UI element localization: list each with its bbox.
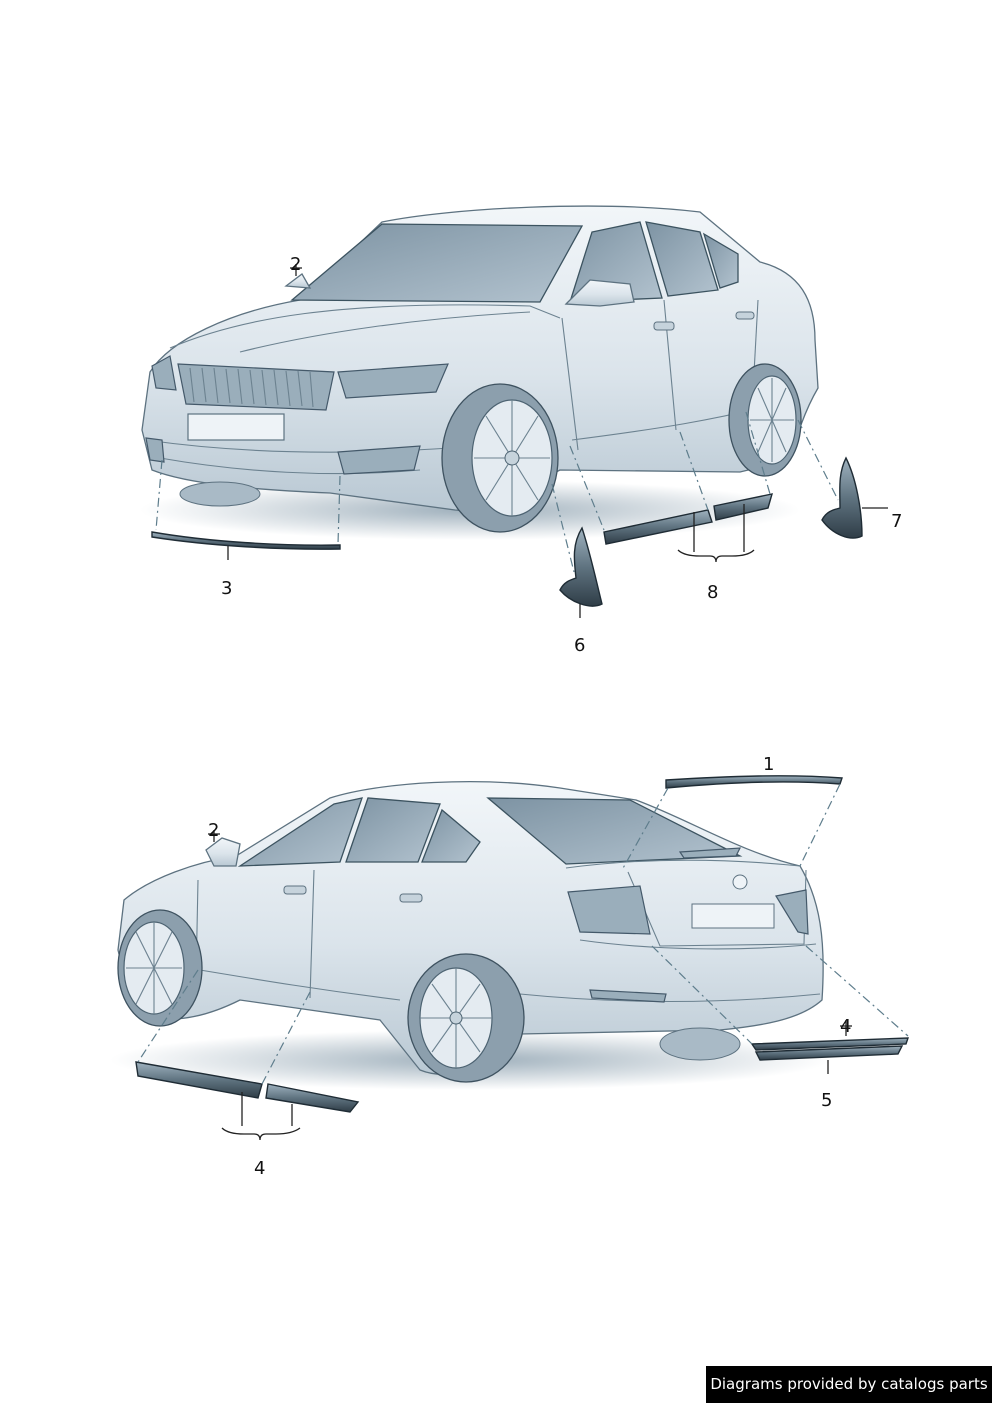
callout-4-side: 4 <box>254 1158 265 1179</box>
bottom-leader-lines <box>137 783 909 1141</box>
bottom-parts <box>135 775 909 1113</box>
callout-3: 3 <box>221 578 232 599</box>
rear-trim-strip <box>750 1037 909 1051</box>
callout-7: 7 <box>891 511 902 532</box>
side-sill-strip-front <box>135 1061 263 1099</box>
side-sill-strip-rear <box>265 1083 360 1113</box>
sill-strip-rear <box>713 493 773 521</box>
mudflap-rear <box>821 456 863 539</box>
callout-2-bottom: 2 <box>208 820 219 841</box>
callout-4-rear: 4 <box>840 1016 851 1037</box>
callout-6: 6 <box>574 635 585 656</box>
bumper-trim-strip <box>151 531 341 550</box>
callout-1: 1 <box>763 754 774 775</box>
callout-8: 8 <box>707 582 718 603</box>
roof-spoiler-strip <box>665 775 843 789</box>
top-parts <box>151 456 863 607</box>
top-leader-lines <box>155 264 888 618</box>
sill-strip-front <box>603 509 713 545</box>
callout-5: 5 <box>821 1090 832 1111</box>
callout-2-top: 2 <box>290 254 301 275</box>
footer-credit: Diagrams provided by catalogs parts <box>706 1366 992 1403</box>
rear-view-car <box>110 781 830 1090</box>
rear-bumper-strip <box>754 1045 904 1061</box>
mudflap-front <box>559 526 603 607</box>
front-view-car <box>140 205 819 540</box>
